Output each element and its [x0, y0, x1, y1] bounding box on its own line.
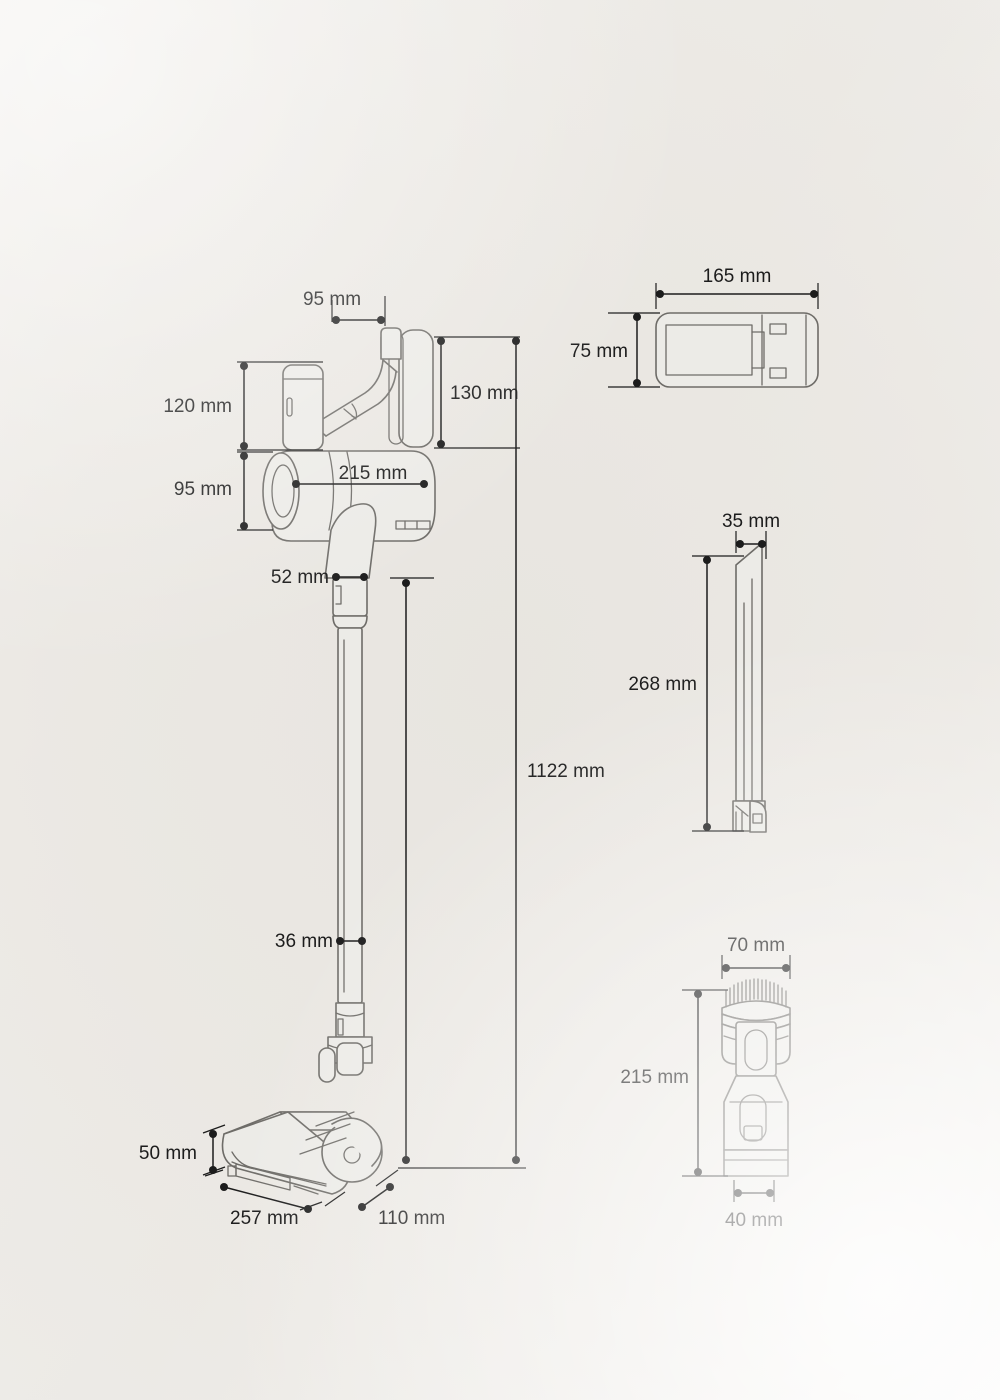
brush-release-tab — [743, 1125, 763, 1141]
wand-collar-taper — [332, 615, 368, 629]
handle-back-edge — [325, 371, 397, 437]
dim-label-130: 130 mm — [450, 383, 519, 404]
crevice-port — [752, 813, 763, 824]
dim-label-1122: 1122 mm — [527, 761, 605, 782]
dim-label-120: 120 mm — [163, 396, 232, 417]
brush-roll-hub — [343, 1146, 361, 1164]
dim-label-215-brush: 215 mm — [620, 1067, 689, 1088]
dock-inner-panel — [665, 324, 753, 376]
view-mini-brush-tool: 70 mm 215 mm 40 mm — [620, 935, 791, 1231]
vacuum-neck — [324, 503, 377, 579]
dimension-floorhead-height: 50 mm — [139, 1124, 226, 1176]
crevice-blade — [735, 542, 763, 802]
wand-lower-collar-seam — [335, 1012, 365, 1017]
dim-label-110: 110 mm — [378, 1208, 445, 1229]
dimension-wand-collar-width: 52 mm — [271, 567, 368, 588]
dimension-handle-width: 95 mm — [303, 289, 386, 326]
cyclone-seam-1 — [328, 451, 335, 531]
dim-label-40: 40 mm — [725, 1210, 783, 1231]
vacuum-upper-body — [262, 327, 436, 579]
dimension-cyclone-height: 95 mm — [174, 451, 273, 531]
cyclone-inlet — [271, 464, 295, 518]
brush-neck — [723, 1075, 789, 1151]
battery-pack — [398, 329, 434, 448]
swivel-arm — [318, 1047, 336, 1083]
brush-connector-base — [723, 1149, 789, 1177]
dock-slot-bottom — [769, 367, 787, 379]
floor-head — [221, 1111, 383, 1195]
dimension-brush-base-width: 40 mm — [725, 1180, 783, 1231]
floorhead-ridge-1 — [315, 1111, 355, 1127]
dim-label-70: 70 mm — [727, 935, 785, 956]
vacuum-wand — [332, 577, 368, 1004]
dimension-dock-height: 75 mm — [570, 312, 660, 388]
crevice-latch-line — [735, 805, 749, 817]
dim-label-165: 165 mm — [703, 266, 772, 287]
dock-body — [655, 312, 819, 388]
dim-label-35: 35 mm — [722, 511, 780, 532]
dimension-wand-diameter: 36 mm — [275, 931, 366, 952]
floorhead-ridge-2 — [305, 1123, 351, 1141]
dimension-dock-width: 165 mm — [655, 266, 819, 309]
floorhead-front-lip — [293, 1185, 319, 1195]
dimension-body-length: 215 mm — [292, 463, 428, 488]
dim-label-257: 257 mm — [230, 1208, 299, 1229]
dim-label-50: 50 mm — [139, 1143, 197, 1164]
handle-cap — [382, 359, 398, 373]
view-main-vacuum: 95 mm 120 mm 130 mm — [139, 289, 605, 1229]
wand-lower-collar — [335, 1002, 365, 1038]
dock-connector — [751, 331, 765, 369]
dimension-crevice-width: 35 mm — [722, 511, 780, 559]
floorhead-ridge-3 — [299, 1137, 347, 1155]
dimension-total-height-outer: 1122 mm — [512, 337, 605, 1164]
dimension-motor-height: 120 mm — [163, 361, 323, 451]
view-crevice-tool: 35 mm 268 mm — [628, 511, 780, 833]
dim-label-268: 268 mm — [628, 674, 697, 695]
brush-window — [744, 1029, 768, 1071]
dim-label-75: 75 mm — [570, 341, 628, 362]
wand-lower-button — [337, 1018, 344, 1036]
crevice-connector — [749, 800, 767, 833]
dimension-crevice-length: 268 mm — [628, 555, 744, 832]
swivel-pivot — [336, 1042, 364, 1076]
wand-release-button — [335, 585, 342, 605]
brush-bristles — [725, 978, 787, 1008]
wand-collar — [332, 577, 368, 617]
motor-canister — [282, 364, 324, 451]
wand-tube — [337, 627, 363, 1004]
cyclone-bin — [271, 450, 436, 542]
dim-label-95-cyclone: 95 mm — [174, 479, 232, 500]
dimension-battery-height: 130 mm — [434, 336, 520, 449]
brush-roll-shell — [331, 1117, 383, 1167]
bin-release-ribs — [404, 520, 418, 530]
dimension-total-height — [390, 577, 434, 1164]
dimension-floorhead-width: 257 mm — [204, 1169, 323, 1229]
trigger — [351, 403, 358, 419]
handle-front-edge — [312, 359, 384, 426]
dim-label-36: 36 mm — [275, 931, 333, 952]
view-charging-dock: 165 mm 75 mm — [570, 266, 819, 388]
bin-release-tab — [395, 520, 431, 530]
dimension-brush-head-width: 70 mm — [721, 935, 791, 979]
brush-lower-window — [739, 1094, 767, 1142]
dimension-brush-length: 215 mm — [620, 989, 728, 1177]
dock-slot-top — [769, 323, 787, 335]
floorhead-bumper — [227, 1165, 237, 1177]
motor-vent — [286, 397, 293, 417]
dim-label-215: 215 mm — [339, 463, 408, 484]
trigger-guard — [343, 408, 357, 420]
dim-label-95-handle: 95 mm — [303, 289, 361, 310]
dimension-floorhead-depth: 110 mm — [324, 1169, 445, 1229]
handle-top — [380, 327, 402, 360]
dim-label-52: 52 mm — [271, 567, 329, 588]
vacuum-lower-joint — [318, 1002, 373, 1083]
